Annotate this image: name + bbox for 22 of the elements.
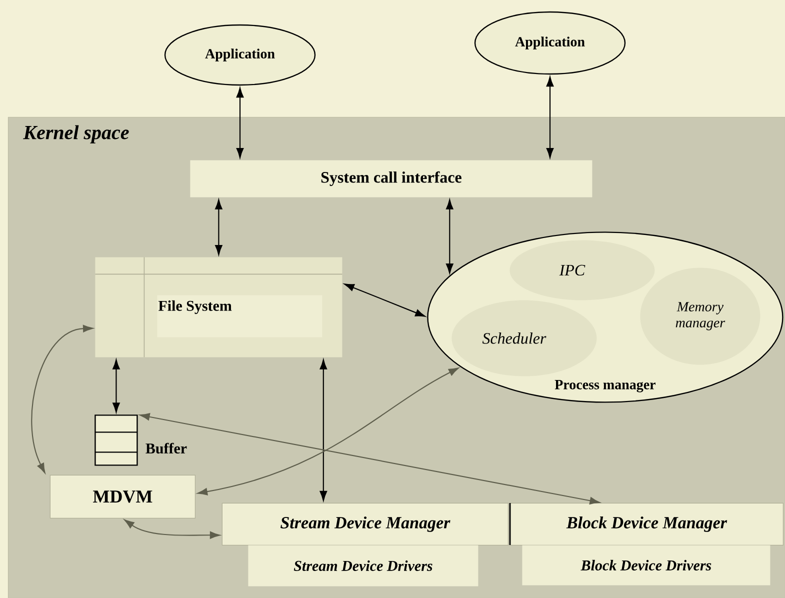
manager-box: MDVM [50,474,196,518]
arrow [320,359,328,501]
arrow [344,284,426,317]
buffer-icon [94,414,138,466]
file-system-box: File System [94,256,343,358]
node-label: Stream Device Drivers [294,560,432,571]
arrow [546,76,554,158]
manager-box: Block Device Manager [510,502,784,546]
arrow [236,88,244,158]
interface-box: System call interface [190,160,592,198]
node-label: Block Device Drivers [580,560,712,570]
arrow [215,199,222,256]
arrow [124,519,220,539]
manager-box: Stream Device Manager [222,502,508,546]
driver-box: Stream Device Drivers [248,545,478,586]
driver-box: Block Device Drivers [522,545,770,586]
arrow [112,359,120,413]
arrow [31,324,94,474]
arrow [446,199,454,274]
arrow [140,413,600,504]
buffer-label: Buffer [146,442,187,454]
arrow [197,368,459,496]
